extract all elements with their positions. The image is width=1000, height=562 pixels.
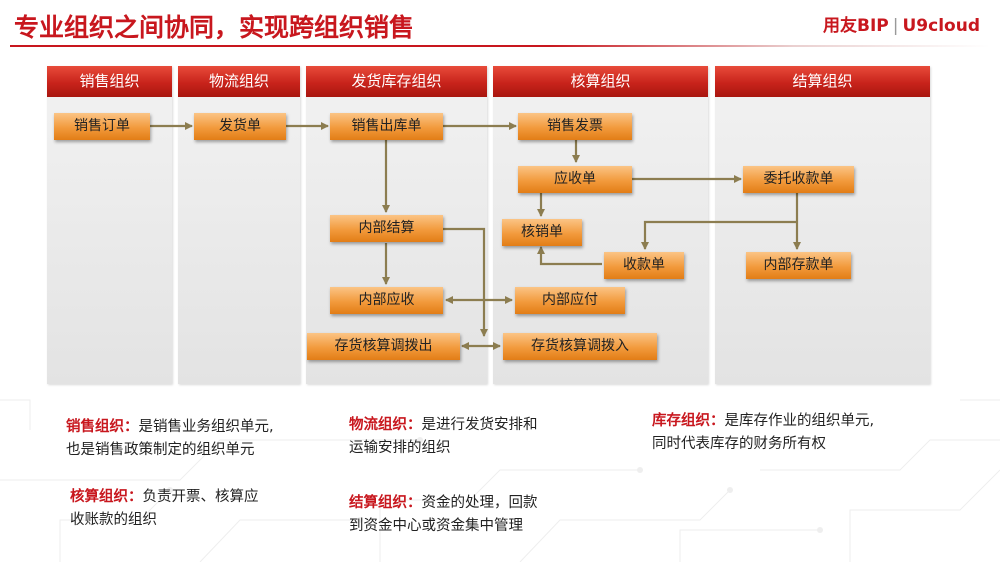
lane-header-logistics: 物流组织 [178, 66, 300, 97]
node-internal-payable: 内部应付 [515, 287, 625, 314]
desc-accounting-term: 核算组织： [70, 489, 143, 505]
desc-logistics-term: 物流组织： [349, 417, 422, 433]
node-entrust-collection: 委托收款单 [743, 166, 854, 193]
desc-inventory: 库存组织：是库存作业的组织单元, 同时代表库存的财务所有权 [652, 410, 874, 456]
node-transfer-out: 存货核算调拨出 [307, 333, 460, 360]
lane-header-sales: 销售组织 [47, 66, 172, 97]
desc-logistics-line2: 运输安排的组织 [349, 440, 451, 456]
desc-logistics: 物流组织：是进行发货安排和 运输安排的组织 [349, 414, 538, 460]
desc-inventory-term: 库存组织： [652, 413, 725, 429]
node-sales-invoice: 销售发票 [518, 113, 632, 140]
desc-settlement-line1: 资金的处理，回款 [421, 495, 538, 511]
desc-sales-line2: 也是销售政策制定的组织单元 [66, 442, 255, 458]
node-collection: 收款单 [604, 252, 684, 279]
page-title: 专业组织之间协同，实现跨组织销售 [14, 13, 415, 42]
desc-sales: 销售组织：是销售业务组织单元, 也是销售政策制定的组织单元 [66, 416, 274, 462]
desc-accounting-line1: 负责开票、核算应 [142, 489, 259, 505]
title-divider [10, 45, 990, 47]
lane-settlement: 结算组织 [715, 66, 930, 384]
brand-name: 用友BIP [823, 16, 889, 36]
desc-accounting: 核算组织：负责开票、核算应 收账款的组织 [70, 486, 259, 532]
node-internal-deposit: 内部存款单 [746, 252, 851, 279]
desc-accounting-line2: 收账款的组织 [70, 512, 157, 528]
node-sales-outbound: 销售出库单 [330, 113, 443, 140]
desc-inventory-line2: 同时代表库存的财务所有权 [652, 436, 826, 452]
lane-header-settlement: 结算组织 [715, 66, 930, 97]
desc-inventory-line1: 是库存作业的组织单元, [724, 413, 875, 429]
node-receivable: 应收单 [518, 166, 632, 193]
node-internal-receivable: 内部应收 [330, 287, 443, 314]
brand-separator: | [892, 16, 899, 36]
lane-header-accounting: 核算组织 [493, 66, 708, 97]
desc-sales-line1: 是销售业务组织单元, [138, 419, 274, 435]
node-write-off: 核销单 [502, 219, 582, 246]
desc-settlement-term: 结算组织： [349, 495, 422, 511]
brand-logo: 用友BIP|U9cloud [823, 11, 980, 36]
node-delivery-note: 发货单 [194, 113, 286, 140]
desc-sales-term: 销售组织： [66, 419, 139, 435]
desc-settlement: 结算组织：资金的处理，回款 到资金中心或资金集中管理 [349, 492, 538, 538]
node-sales-order: 销售订单 [54, 113, 150, 140]
node-internal-settlement: 内部结算 [330, 215, 443, 242]
lane-header-inventory: 发货库存组织 [306, 66, 487, 97]
desc-settlement-line2: 到资金中心或资金集中管理 [349, 518, 523, 534]
desc-logistics-line1: 是进行发货安排和 [421, 417, 538, 433]
brand-product: U9cloud [902, 16, 981, 36]
node-transfer-in: 存货核算调拨入 [503, 333, 657, 360]
